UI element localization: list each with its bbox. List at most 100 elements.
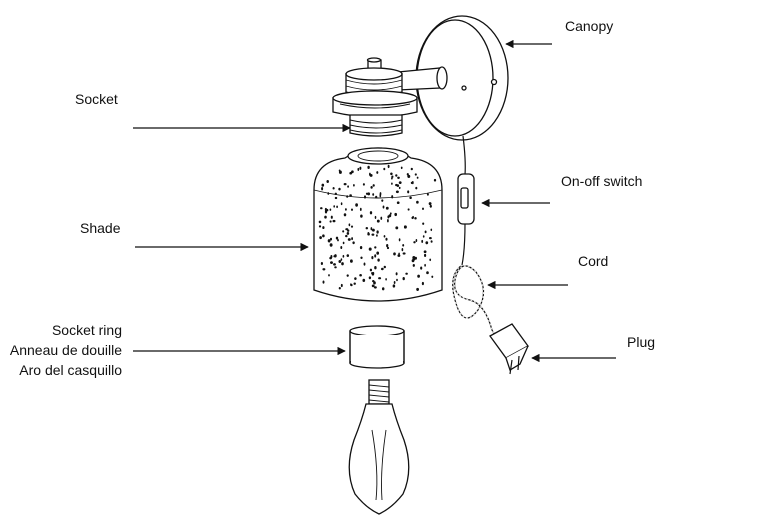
perforation-dot — [345, 228, 349, 231]
perforation-dot — [324, 207, 327, 212]
perforation-dot — [383, 234, 386, 238]
perforation-dot — [378, 277, 382, 280]
perforation-dot — [338, 187, 341, 191]
perforation-dot — [385, 206, 389, 210]
perforation-dot — [359, 207, 362, 212]
perforation-dot — [330, 261, 333, 264]
perforation-dot — [429, 204, 432, 208]
perforation-dot — [388, 214, 392, 218]
arm-part — [397, 66, 448, 91]
perforation-dot — [374, 266, 377, 270]
perforation-dot — [369, 268, 373, 272]
perforation-dot — [414, 173, 417, 176]
perforation-dot — [430, 228, 433, 232]
perforation-dot — [386, 246, 390, 250]
perforation-dot — [375, 195, 378, 199]
perforation-dot — [410, 167, 413, 171]
perforation-dot — [398, 186, 401, 190]
perforation-dot — [368, 247, 372, 251]
perforation-dot — [376, 219, 380, 223]
perforation-dot — [407, 190, 410, 194]
perforation-dot — [318, 220, 322, 224]
shade-part — [313, 147, 443, 302]
perforation-dot — [334, 266, 337, 269]
perforation-dot — [338, 169, 341, 172]
perforation-dot — [333, 205, 336, 208]
perforation-dot — [426, 193, 429, 196]
perforation-dot — [327, 239, 331, 243]
perforation-dot — [346, 195, 349, 198]
leader-lines — [133, 39, 616, 363]
perforation-dot — [402, 276, 405, 281]
perforation-dot — [367, 192, 371, 196]
perforation-dot — [393, 281, 396, 284]
perforation-dot — [329, 256, 332, 260]
perforation-dot — [398, 238, 401, 242]
perforation-dot — [402, 243, 405, 247]
perforation-dot — [395, 272, 398, 276]
perforation-dot — [424, 263, 426, 267]
perforation-dot — [395, 226, 399, 230]
perforation-dot — [352, 241, 355, 245]
perforation-dot — [357, 167, 360, 171]
on-off-switch-label: On-off switch — [561, 173, 642, 189]
perforation-dot — [324, 215, 327, 219]
perforation-dot — [329, 243, 333, 247]
perforation-dot — [413, 241, 416, 244]
perforation-dot — [320, 261, 323, 266]
perforation-dot — [327, 192, 330, 195]
perforation-dot — [332, 186, 335, 190]
perforation-dot — [370, 186, 373, 189]
perforation-dot — [337, 239, 339, 242]
perforation-dot — [348, 223, 351, 227]
perforation-dot — [340, 283, 343, 288]
perforation-dot — [371, 233, 375, 236]
perforation-dot — [359, 246, 363, 250]
perforation-dot — [322, 268, 326, 271]
perforation-dot — [380, 216, 383, 220]
perforation-dot — [386, 243, 389, 248]
socket-ring-part — [349, 325, 405, 369]
perforation-dot — [407, 174, 411, 178]
perforation-dot — [338, 286, 341, 290]
perforation-dot — [382, 205, 385, 209]
perforation-dot — [405, 272, 408, 275]
perforation-dot — [393, 252, 396, 256]
perforation-dot — [385, 278, 387, 281]
perforation-dot — [430, 240, 433, 243]
perforation-dot — [422, 235, 425, 238]
perforation-dot — [429, 258, 432, 262]
perforation-dot — [342, 254, 345, 258]
perforation-dot — [416, 176, 419, 179]
perforation-dot — [360, 256, 363, 260]
perforation-dot — [390, 172, 393, 176]
perforation-dot — [365, 227, 369, 230]
perforation-dot — [411, 259, 415, 263]
perforation-dot — [341, 262, 344, 266]
perforation-dot — [367, 232, 370, 235]
perforation-dot — [334, 254, 337, 258]
socket-ring-label-es: Aro del casquillo — [19, 362, 122, 378]
plug-label: Plug — [627, 334, 655, 350]
perforation-dot — [396, 278, 398, 282]
perforation-dot — [428, 202, 432, 206]
perforation-dot — [332, 219, 336, 223]
perforation-dot — [350, 259, 353, 263]
perforation-dot — [350, 225, 354, 228]
perforation-dot — [412, 256, 416, 260]
perforation-dot — [342, 230, 345, 233]
shade-perforation-dots — [318, 164, 437, 291]
perforation-dot — [351, 237, 353, 241]
perforation-dot — [429, 236, 432, 240]
perforation-dot — [334, 196, 338, 200]
perforation-dot — [397, 254, 401, 257]
perforation-dot — [423, 250, 427, 254]
perforation-dot — [376, 234, 378, 237]
perforation-dot — [379, 192, 382, 196]
perforation-dot — [377, 258, 380, 262]
perforation-dot — [321, 187, 324, 191]
perforation-dot — [344, 208, 347, 211]
perforation-dot — [319, 236, 322, 240]
perforation-dot — [424, 253, 427, 258]
perforation-dot — [383, 265, 386, 269]
